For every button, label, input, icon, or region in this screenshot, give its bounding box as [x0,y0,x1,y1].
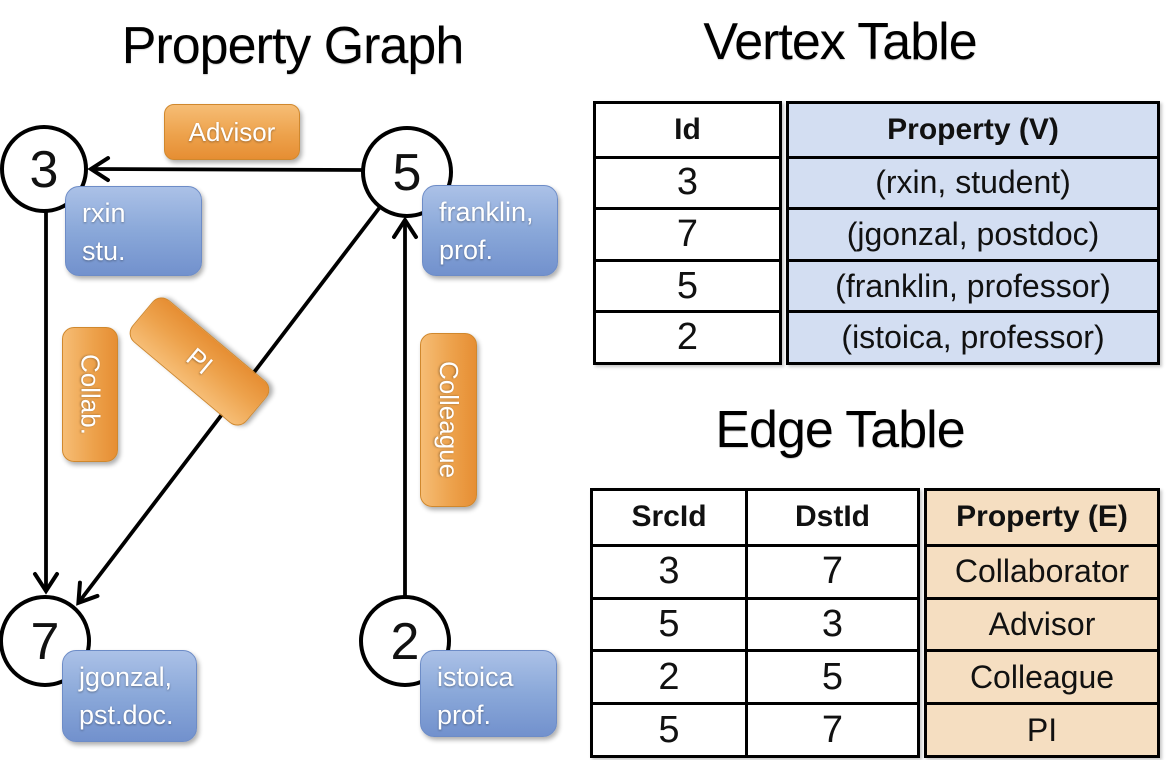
vertex-label-rxin-line1: rxin [82,198,126,228]
edge-table-header-srcid: SrcId [631,500,707,534]
edge-table-srcid-cell: 3 [593,543,745,597]
edge-label-pi-text: PI [180,341,219,381]
vertex-label-jgonzal-line1: jgonzal, [79,662,173,692]
vertex-label-istoica: istoica prof. [420,650,557,737]
vertex-table-property-cell: (istoica, professor) [789,310,1157,362]
vertex-table-id-column: Id 3 7 5 2 [593,101,782,365]
edge-table: SrcId DstId 3 7 5 3 2 5 5 7 Property (E)… [590,488,1160,758]
vertex-table-property-cell: (rxin, student) [789,155,1157,208]
edge-table-srcid-cell: 5 [593,596,745,650]
edge-table-dstid-cell: 7 [745,543,917,597]
vertex-table-header-property: Property (V) [789,104,1157,156]
vertex-node-5-id: 5 [393,144,422,202]
vertex-table-id-cell: 7 [596,207,779,259]
vertex-node-3 [0,125,88,213]
vertex-table-id-cell: 5 [596,258,779,311]
edge-label-colleague: Colleague [420,333,477,507]
edge-table-property-cell: PI [927,702,1157,755]
vertex-label-rxin: rxin stu. [65,186,202,276]
vertex-label-rxin-line2: stu. [82,235,126,266]
edge-table-property-cell: Collaborator [927,543,1157,597]
edge-label-advisor: Advisor [164,104,300,160]
vertex-label-franklin: franklin, prof. [422,185,558,276]
edge-table-title: Edge Table [715,401,965,459]
vertex-label-franklin-line1: franklin, [439,197,534,227]
edge-label-collab-text: Collab. [75,354,106,435]
vertex-node-3-id: 3 [30,141,59,199]
vertex-table: Id 3 7 5 2 Property (V) (rxin, student) … [593,101,1160,365]
vertex-table-id-cell: 3 [596,155,779,208]
vertex-label-istoica-line2: prof. [437,699,492,730]
edge-label-colleague-text: Colleague [434,361,464,479]
edge-table-property-cell: Colleague [927,649,1157,703]
vertex-table-header-id: Id [674,112,701,146]
edge-advisor-5-to-3 [87,156,364,183]
edge-table-header-dstid: DstId [745,491,917,544]
vertex-node-2-id: 2 [391,613,420,671]
edge-table-srcid-cell: 5 [593,702,745,755]
edge-table-property-column: Property (E) Collaborator Advisor Collea… [924,488,1160,758]
graph-title: Property Graph [121,17,465,75]
edge-table-header-property: Property (E) [927,491,1157,544]
edge-table-property-cell: Advisor [927,596,1157,650]
vertex-label-franklin-line2: prof. [439,234,494,265]
vertex-table-id-cell: 2 [596,310,779,362]
edge-label-collab: Collab. [62,327,118,462]
edge-table-src-dst-columns: SrcId DstId 3 7 5 3 2 5 5 7 [590,488,920,758]
vertex-label-jgonzal: jgonzal, pst.doc. [62,650,197,742]
edge-table-dstid-cell: 5 [745,649,917,703]
vertex-table-property-cell: (franklin, professor) [789,258,1157,311]
edge-label-advisor-text: Advisor [188,116,276,147]
vertex-node-7-id: 7 [31,613,60,671]
edge-table-dstid-cell: 7 [745,702,917,755]
edge-table-dstid-cell: 3 [745,596,917,650]
vertex-table-title: Vertex Table [703,13,977,71]
vertex-table-property-cell: (jgonzal, postdoc) [789,207,1157,259]
vertex-label-istoica-line1: istoica [437,662,514,692]
edge-table-srcid-cell: 2 [593,649,745,702]
vertex-table-property-column: Property (V) (rxin, student) (jgonzal, p… [786,101,1160,365]
vertex-label-jgonzal-line2: pst.doc. [79,699,174,730]
